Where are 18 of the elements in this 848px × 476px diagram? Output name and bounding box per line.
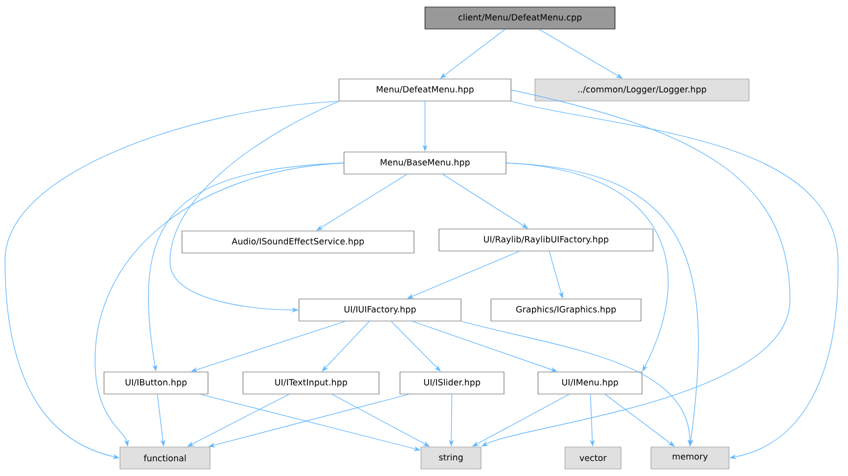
file-box: Audio/ISoundEffectService.hpp <box>182 230 414 254</box>
arrow <box>510 100 838 460</box>
file-box: UI/ISlider.hpp <box>400 372 504 394</box>
file-box: Menu/BaseMenu.hpp <box>344 152 506 174</box>
file-box: UI/Raylib/RaylibUIFactory.hpp <box>438 228 654 252</box>
file-box: ../common/Logger/Logger.hpp <box>534 78 750 102</box>
file-box: vector <box>564 446 622 470</box>
file-box: memory <box>650 446 730 470</box>
file-box: Graphics/IGraphics.hpp <box>490 298 642 322</box>
file-box: UI/IMenu.hpp <box>538 372 642 394</box>
file-box: UI/IButton.hpp <box>104 372 208 394</box>
file-box: UI/ITextInput.hpp <box>242 372 380 394</box>
file-box: UI/IUIFactory.hpp <box>298 298 462 322</box>
file-box: functional <box>120 446 210 470</box>
file-box: Menu/DefeatMenu.hpp <box>338 78 512 102</box>
file-box: client/Menu/DefeatMenu.cpp <box>424 6 616 30</box>
arrow <box>4 100 340 459</box>
file-box: string <box>420 446 482 470</box>
